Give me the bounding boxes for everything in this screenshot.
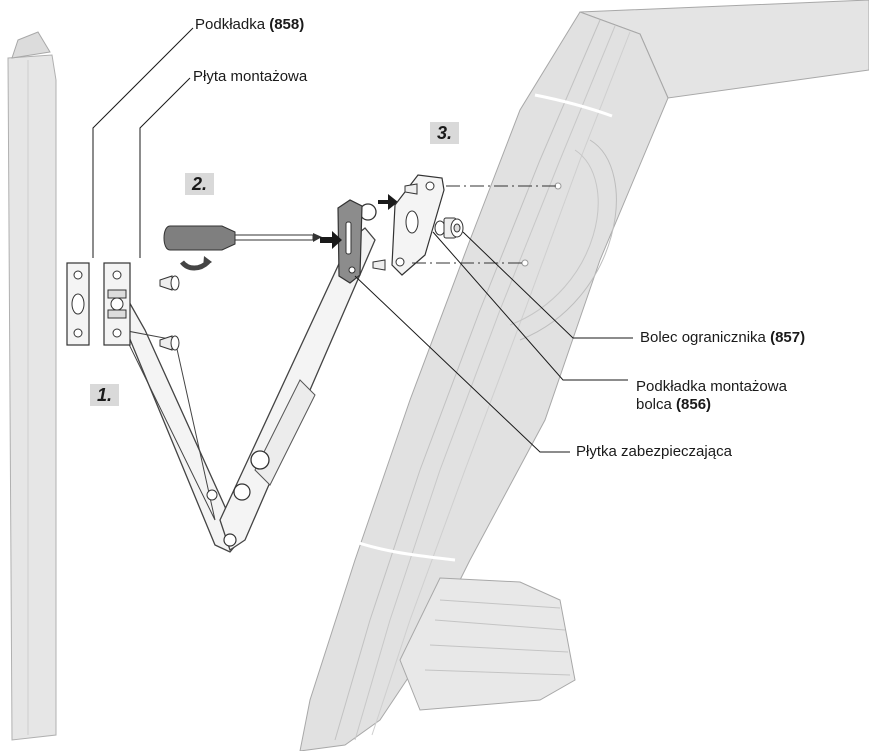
- step-3-badge: 3.: [430, 122, 460, 144]
- label-safety-plate-text: Płytka zabezpieczająca: [576, 443, 732, 460]
- leader-lines: [92, 27, 633, 453]
- label-pin-washer-line2: bolca: [636, 396, 677, 413]
- label-stop-pin: Bolec ogranicznika (857): [640, 329, 805, 347]
- label-pin-washer-line2-wrap: bolca (856): [636, 396, 787, 414]
- label-washer-text: Podkładka: [195, 16, 270, 33]
- label-safety-plate: Płytka zabezpieczająca: [576, 443, 732, 461]
- window-sash: [299, 0, 869, 751]
- label-pin-washer: Podkładka montażowa bolca (856): [636, 378, 787, 414]
- washer-part: [66, 262, 90, 346]
- step-2-badge: 2.: [185, 173, 215, 195]
- step-1-badge: 1.: [90, 384, 120, 406]
- left-frame-profile: [7, 31, 57, 741]
- stay-arm: [121, 203, 377, 553]
- label-washer-code: (858): [269, 16, 305, 33]
- label-mounting-plate-text: Płyta montażowa: [193, 68, 308, 85]
- screwdriver: [163, 225, 322, 271]
- label-pin-washer-line1: Podkładka montażowa: [636, 378, 787, 395]
- label-stop-pin-text: Bolec ogranicznika: [640, 329, 771, 346]
- screws-left: [159, 275, 180, 351]
- direction-arrows: [320, 194, 398, 249]
- stop-pin-parts: [434, 217, 464, 239]
- label-washer: Podkładka (858): [195, 16, 304, 34]
- mounting-plate-part: [103, 262, 131, 346]
- safety-plate-part: [337, 199, 363, 284]
- label-mounting-plate: Płyta montażowa: [193, 68, 307, 86]
- alignment-lines: [412, 185, 556, 264]
- label-stop-pin-code: (857): [770, 329, 806, 346]
- upper-bracket: [372, 174, 445, 276]
- label-pin-washer-code: (856): [676, 396, 712, 413]
